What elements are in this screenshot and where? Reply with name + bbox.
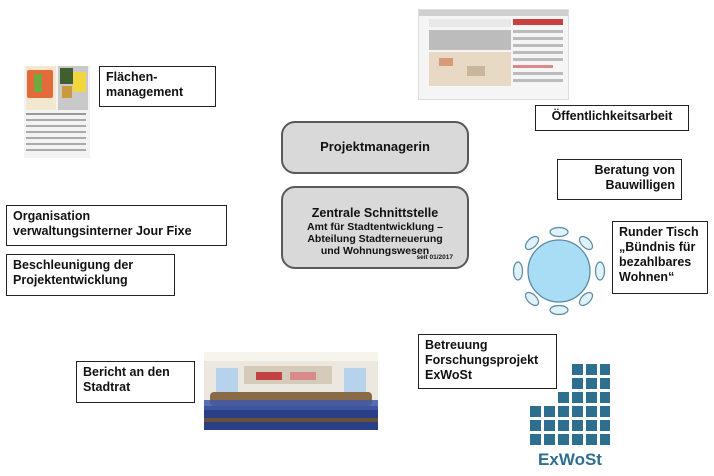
bericht-box: Bericht an den Stadtrat — [76, 361, 195, 403]
zentrale-schnittstelle-box: Zentrale Schnittstelle Amt für Stadtentw… — [281, 186, 469, 269]
zentrale-schnittstelle-title: Zentrale Schnittstelle — [311, 206, 439, 220]
runder-tisch-box: Runder Tisch „Bündnis für bezahlbares Wo… — [612, 221, 708, 294]
oeffentlichkeitsarbeit-box: Öffentlichkeitsarbeit — [535, 105, 689, 131]
stadtrat-photo — [204, 352, 378, 430]
exwost-logo-text: ExWoSt — [538, 450, 602, 469]
betreuung-box: Betreuung Forschungsprojekt ExWoSt — [418, 334, 557, 389]
website-screenshot — [418, 9, 569, 100]
flaechenmanagement-box: Flächen- management — [99, 66, 216, 107]
exwost-grid-icon — [530, 364, 610, 445]
flaechenmanagement-image — [24, 66, 90, 158]
seit-date: seit 01/2017 — [416, 254, 453, 261]
beschleunigung-box: Beschleunigung der Projektentwicklung — [6, 254, 175, 296]
organisation-box: Organisation verwaltungsinterner Jour Fi… — [6, 205, 227, 246]
projektmanagerin-label: Projektmanagerin — [320, 139, 430, 154]
exwost-logo: ExWoSt — [530, 364, 610, 474]
round-table-icon — [512, 226, 606, 316]
beratung-box: Beratung von Bauwilligen — [557, 159, 682, 200]
zentrale-schnittstelle-body: Amt für Stadtentwicklung – Abteilung Sta… — [307, 221, 443, 257]
projektmanagerin-box: Projektmanagerin — [281, 121, 469, 174]
